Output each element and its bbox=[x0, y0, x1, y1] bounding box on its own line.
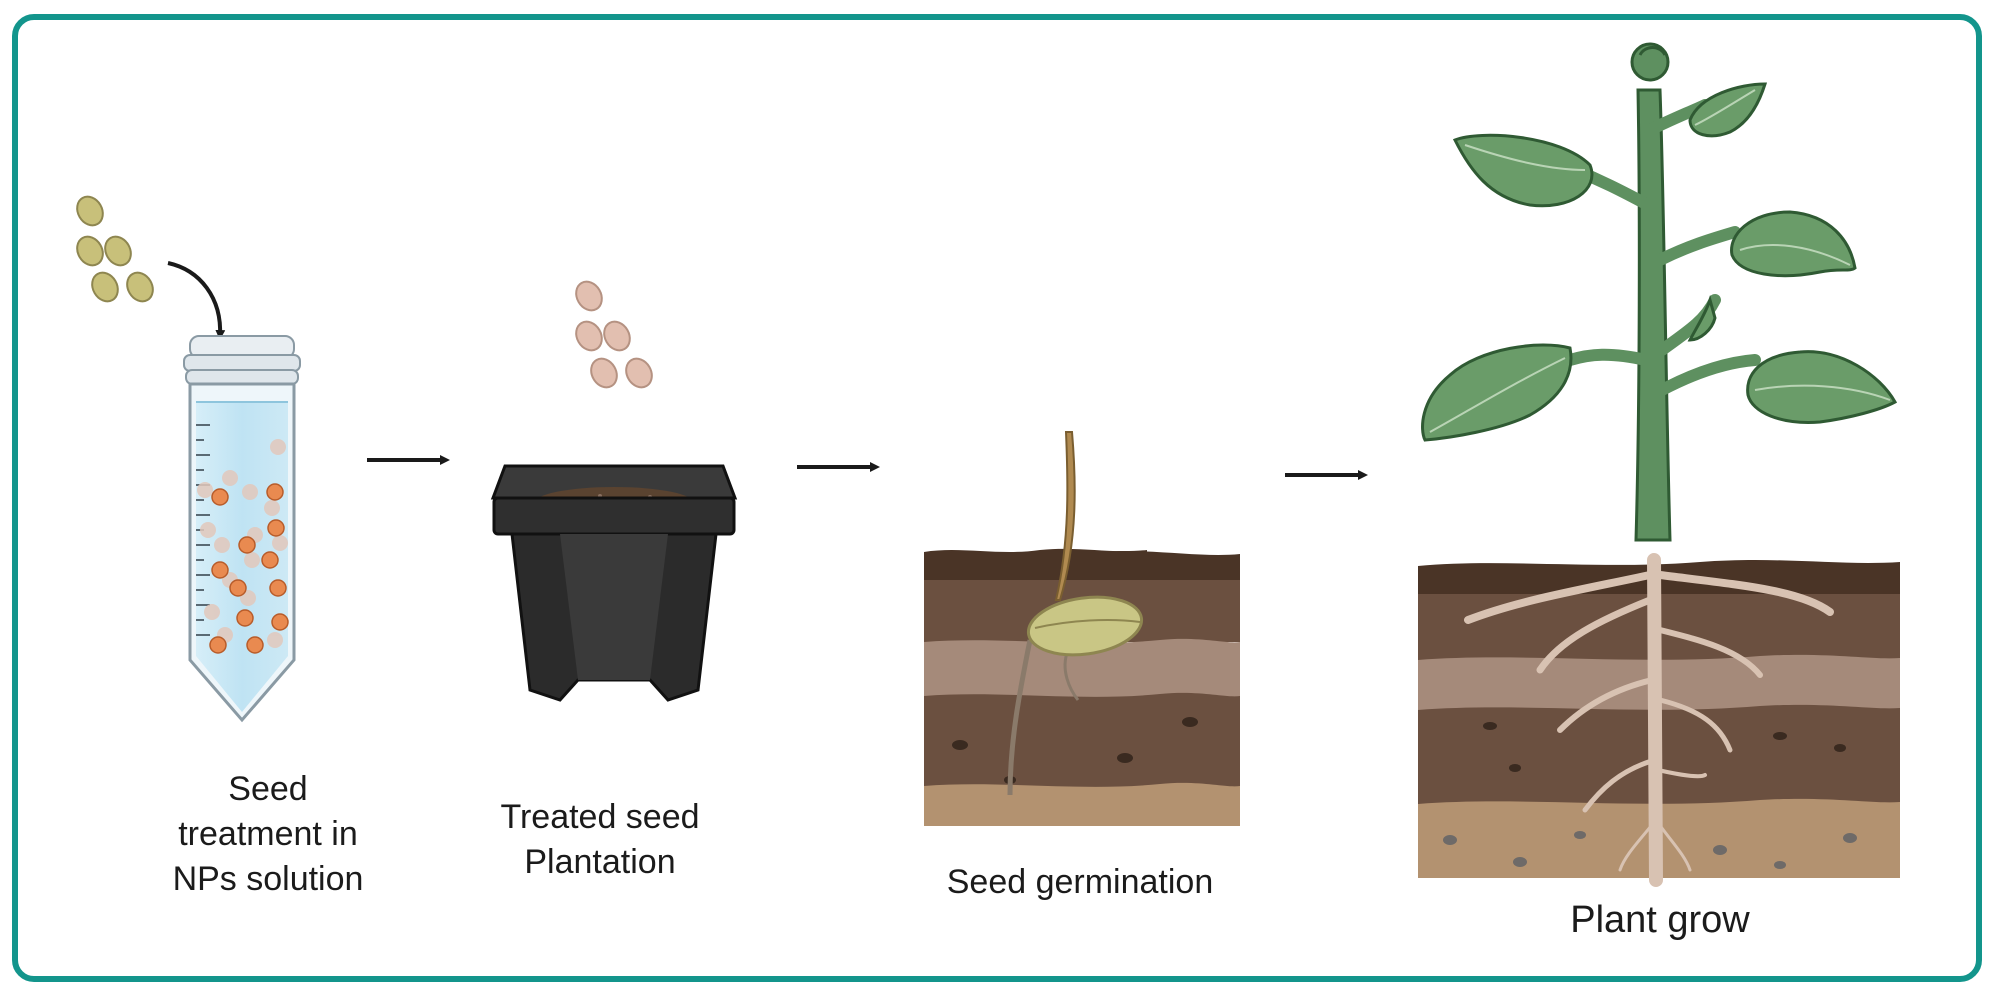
seedling-icon bbox=[924, 431, 1240, 826]
treated-seed bbox=[590, 357, 618, 389]
plant-icon bbox=[1418, 42, 1900, 887]
pot-icon bbox=[490, 464, 738, 702]
step-label-line: Plant grow bbox=[1570, 899, 1750, 941]
step-label-seed-treatment: Seed treatment in NPs solution bbox=[118, 767, 418, 902]
curved-arrow-icon bbox=[167, 261, 226, 340]
raw-seed bbox=[76, 195, 104, 227]
treated-seed bbox=[625, 357, 653, 389]
raw-seed bbox=[76, 235, 104, 267]
tube-icon bbox=[183, 335, 301, 723]
step-label-line: Seed germination bbox=[946, 863, 1214, 901]
step-label-plant-grow: Plant grow bbox=[1450, 898, 1870, 943]
step-label-line: treatment in bbox=[178, 815, 358, 853]
raw-seed bbox=[104, 235, 132, 267]
step-label-line: Treated seed bbox=[500, 798, 700, 836]
treated-seed bbox=[603, 320, 631, 352]
step-label-line: Seed bbox=[228, 770, 308, 808]
treated-seed bbox=[575, 280, 603, 312]
step-label-line: NPs solution bbox=[172, 860, 364, 898]
step-label-treated-seed: Treated seed Plantation bbox=[445, 795, 755, 885]
raw-seed bbox=[126, 271, 154, 303]
treated-seed bbox=[575, 320, 603, 352]
raw-seed bbox=[91, 271, 119, 303]
step-label-line: Plantation bbox=[524, 843, 676, 881]
treated-seeds-group bbox=[575, 280, 653, 389]
raw-seeds-group bbox=[76, 195, 154, 303]
step-label-germination: Seed germination bbox=[880, 860, 1280, 905]
